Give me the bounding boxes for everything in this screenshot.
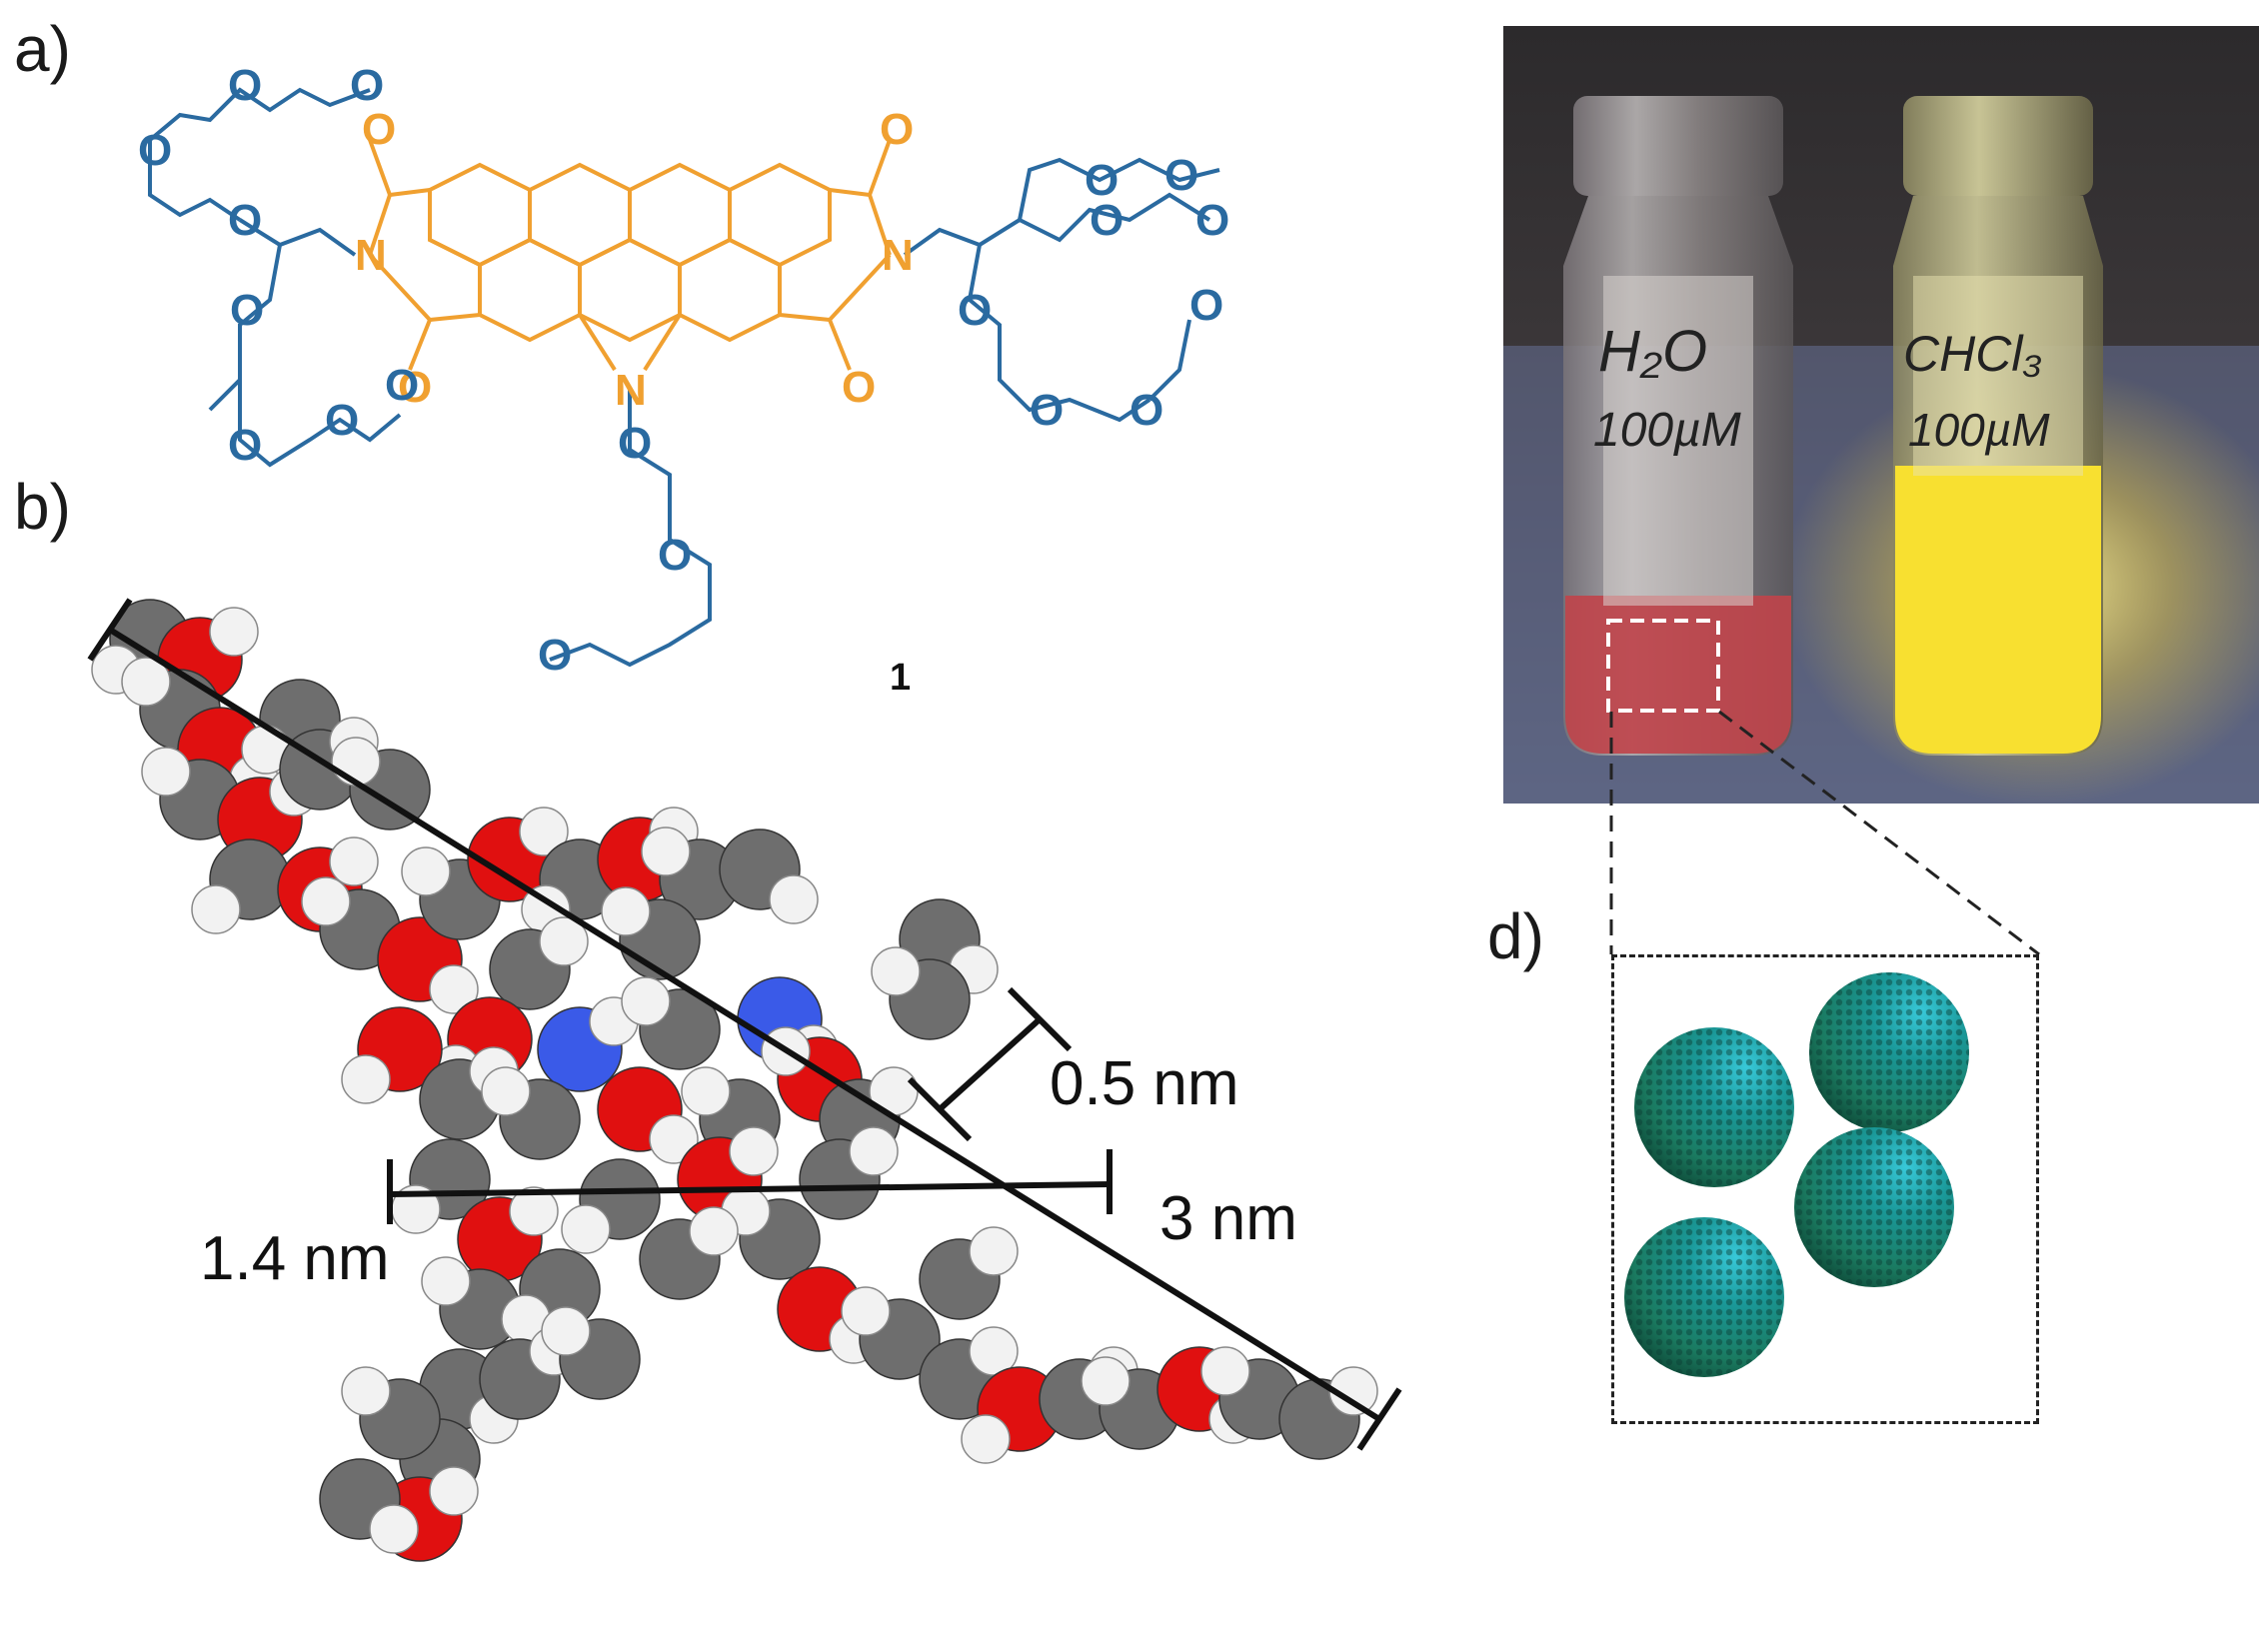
hydrogen-atom <box>331 737 381 787</box>
panel-label-b: b) <box>14 471 71 543</box>
hydrogen-atom <box>329 836 379 886</box>
water-label-solvent: H₂O <box>1598 319 1707 384</box>
chloroform-label-conc: 100µM <box>1908 404 2050 456</box>
hydrogen-atom <box>769 874 819 924</box>
svg-text:O: O <box>385 361 419 410</box>
hydrogen-atom <box>191 884 241 934</box>
chemical-structure: O O O O N N N O O O O O O O O O O O O O … <box>138 61 1229 699</box>
hydrogen-atom <box>849 1126 899 1176</box>
svg-text:O: O <box>228 61 262 110</box>
width-dimension-label: 1.4 nm <box>200 1224 390 1293</box>
dimension-lines <box>87 598 1402 1451</box>
vial-photo: H₂O 100µM CHCl₃ 100µM <box>1503 26 2259 804</box>
width-line <box>389 1181 1111 1197</box>
hydrogen-atom <box>209 607 259 657</box>
svg-text:O: O <box>1090 196 1124 245</box>
svg-text:O: O <box>1030 386 1064 435</box>
chloroform-vial <box>1893 96 2103 756</box>
hydrogen-atom <box>561 1204 611 1254</box>
svg-text:O: O <box>228 421 262 470</box>
hydrogen-atom <box>1081 1356 1131 1406</box>
length-line <box>108 627 1381 1422</box>
hydrogen-atom <box>681 1066 731 1116</box>
hydrogen-atom <box>541 1306 591 1356</box>
perylene-core <box>368 139 892 372</box>
hydrogen-atom <box>961 1414 1011 1464</box>
hydrogen-atom <box>341 1054 391 1104</box>
stack-dimension-label: 0.5 nm <box>1050 1049 1239 1118</box>
model-spheres <box>91 599 1378 1562</box>
svg-text:N: N <box>615 366 647 415</box>
nanoparticle-sphere <box>1624 1217 1784 1377</box>
hydrogen-atom <box>601 886 651 936</box>
svg-text:O: O <box>538 631 572 680</box>
hydrogen-atom <box>969 1326 1019 1376</box>
svg-text:O: O <box>350 61 384 110</box>
hydrogen-atom <box>729 1126 779 1176</box>
nanoparticle-spheres <box>1624 972 1969 1377</box>
svg-text:O: O <box>958 286 992 335</box>
svg-text:O: O <box>228 196 262 245</box>
chloroform-label-solvent: CHCl₃ <box>1903 326 2042 382</box>
hydrogen-atom <box>341 1366 391 1416</box>
hydrogen-atom <box>421 1256 471 1306</box>
hydrogen-atom <box>871 946 921 996</box>
stack-line <box>937 1016 1043 1112</box>
hydrogen-atom <box>1200 1346 1250 1396</box>
svg-text:O: O <box>1130 386 1163 435</box>
magnification-box <box>1606 619 1720 713</box>
svg-text:O: O <box>618 419 652 468</box>
hydrogen-atom <box>841 1286 891 1336</box>
svg-text:O: O <box>1085 156 1119 205</box>
hydrogen-atom <box>429 964 479 1014</box>
svg-text:O: O <box>325 396 359 445</box>
hydrogen-atom <box>301 876 351 926</box>
hydrogen-atom <box>481 1066 531 1116</box>
panel-label-a: a) <box>14 13 71 85</box>
svg-text:O: O <box>398 363 432 412</box>
svg-text:O: O <box>1164 151 1198 200</box>
svg-text:O: O <box>658 531 692 580</box>
length-dimension-label: 3 nm <box>1159 1184 1297 1253</box>
svg-text:O: O <box>362 105 396 154</box>
nanoparticle-sphere <box>1794 1127 1954 1287</box>
hydrogen-atom <box>689 1206 739 1256</box>
water-label-conc: 100µM <box>1593 404 1741 457</box>
svg-text:O: O <box>1195 196 1229 245</box>
hydrogen-atom <box>519 807 569 856</box>
hydrogen-atom <box>369 1504 419 1554</box>
panel-label-d: d) <box>1487 900 1544 972</box>
svg-text:O: O <box>1189 281 1223 330</box>
hydrogen-atom <box>539 916 589 966</box>
nanoparticle-sphere <box>1809 972 1969 1132</box>
compound-number: 1 <box>890 657 911 699</box>
svg-text:N: N <box>882 231 914 280</box>
hydrogen-atom <box>621 976 671 1026</box>
hydrogen-atom <box>429 1466 479 1516</box>
hydrogen-atom <box>641 826 691 876</box>
hydrogen-atom <box>141 747 191 797</box>
aggregate-illustration <box>1611 954 2039 1424</box>
atom-labels: O O O O N N N O O O O O O O O O O O O O … <box>138 61 1229 680</box>
water-vial <box>1563 96 1793 756</box>
hydrogen-atom <box>401 846 451 896</box>
hydrogen-atom <box>649 1114 699 1164</box>
svg-text:O: O <box>138 126 172 175</box>
hydrogen-atom <box>969 1226 1019 1276</box>
svg-text:N: N <box>355 231 387 280</box>
svg-text:O: O <box>230 286 264 335</box>
space-filling-model: 0.5 nm 1.4 nm 3 nm <box>87 598 1402 1562</box>
svg-text:O: O <box>842 363 876 412</box>
svg-text:O: O <box>880 105 914 154</box>
chain-bonds <box>148 87 1220 668</box>
nanoparticle-sphere <box>1634 1027 1794 1187</box>
hydrogen-atom <box>121 657 171 707</box>
hydrogen-atom <box>509 1186 559 1236</box>
